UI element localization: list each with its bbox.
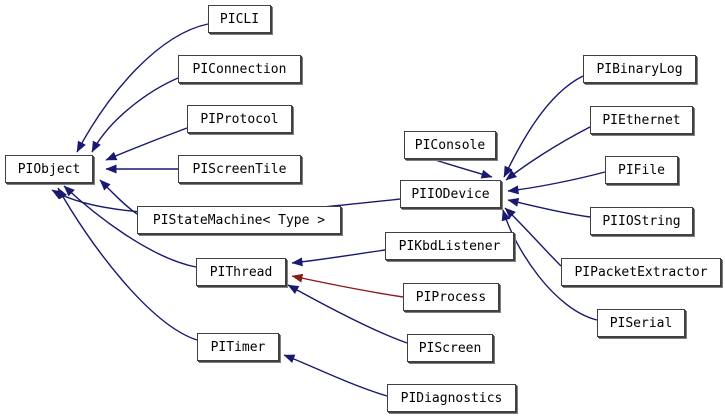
class-node-pifile[interactable]: PIFile [605,156,678,184]
class-node-piiostring[interactable]: PIIOString [590,207,693,235]
edge-pifile-to-piiodevice [507,171,606,195]
class-node-label: PIProcess [415,289,487,305]
class-node-label: PISerial [609,315,673,331]
class-node-pipacketextractor[interactable]: PIPacketExtractor [561,258,721,286]
class-node-pidiagnostics[interactable]: PIDiagnostics [387,384,516,412]
class-node-pistatemachine[interactable]: PIStateMachine< Type > [137,206,341,234]
class-node-piethernet[interactable]: PIEthernet [590,106,693,134]
class-node-piprocess[interactable]: PIProcess [403,283,499,311]
class-node-label: PIStateMachine< Type > [152,212,326,228]
class-node-piserial[interactable]: PISerial [597,309,685,337]
class-node-piconsole[interactable]: PIConsole [404,131,496,159]
class-node-label: PIKbdListener [398,238,501,254]
class-node-label: PIScreen [418,340,482,356]
edge-piiostring-to-piiodevice [507,197,591,218]
class-node-label: PIFile [618,162,665,178]
class-node-label: PIThread [209,264,273,280]
class-node-label: PIIODevice [411,186,490,202]
class-node-piscreentile[interactable]: PIScreenTile [178,155,301,183]
class-node-piiodevice[interactable]: PIIODevice [400,180,501,208]
edge-pistatemachine-to-piobject [99,179,138,215]
edge-piethernet-to-piiodevice [505,126,591,181]
class-node-pikbdlistener[interactable]: PIKbdListener [385,232,514,260]
class-node-label: PIConnection [192,61,287,77]
class-node-label: PITimer [210,339,266,355]
class-node-pitimer[interactable]: PITimer [197,333,279,361]
class-node-label: PICLI [219,11,260,27]
edge-pikbdlistener-to-pithread [291,249,386,267]
edge-pibinarylog-to-piiodevice [503,75,584,178]
class-node-picli[interactable]: PICLI [208,5,271,33]
class-node-pibinarylog[interactable]: PIBinaryLog [583,55,696,83]
class-node-label: PIIOString [602,213,681,229]
edge-pidiagnostics-to-pitimer [283,354,388,397]
class-node-piscreen[interactable]: PIScreen [407,334,493,362]
class-node-label: PIScreenTile [192,161,287,177]
class-node-label: PIBinaryLog [596,61,683,77]
class-node-label: PIPacketExtractor [574,264,708,280]
class-node-piobject[interactable]: PIObject [5,155,93,183]
edge-piconnection-to-piobject [91,77,179,153]
edge-piprotocol-to-piobject [105,127,188,161]
class-node-label: PIEthernet [602,112,681,128]
class-node-piprotocol[interactable]: PIProtocol [187,105,292,133]
class-node-pithread[interactable]: PIThread [196,258,286,286]
class-node-piconnection[interactable]: PIConnection [178,55,301,83]
class-node-label: PIObject [17,161,81,177]
edge-piscreen-to-pithread [287,284,408,344]
class-node-label: PIProtocol [200,111,279,127]
class-node-label: PIConsole [414,137,486,153]
edge-piprocess-to-pithread [291,273,404,298]
class-node-label: PIDiagnostics [400,390,503,406]
